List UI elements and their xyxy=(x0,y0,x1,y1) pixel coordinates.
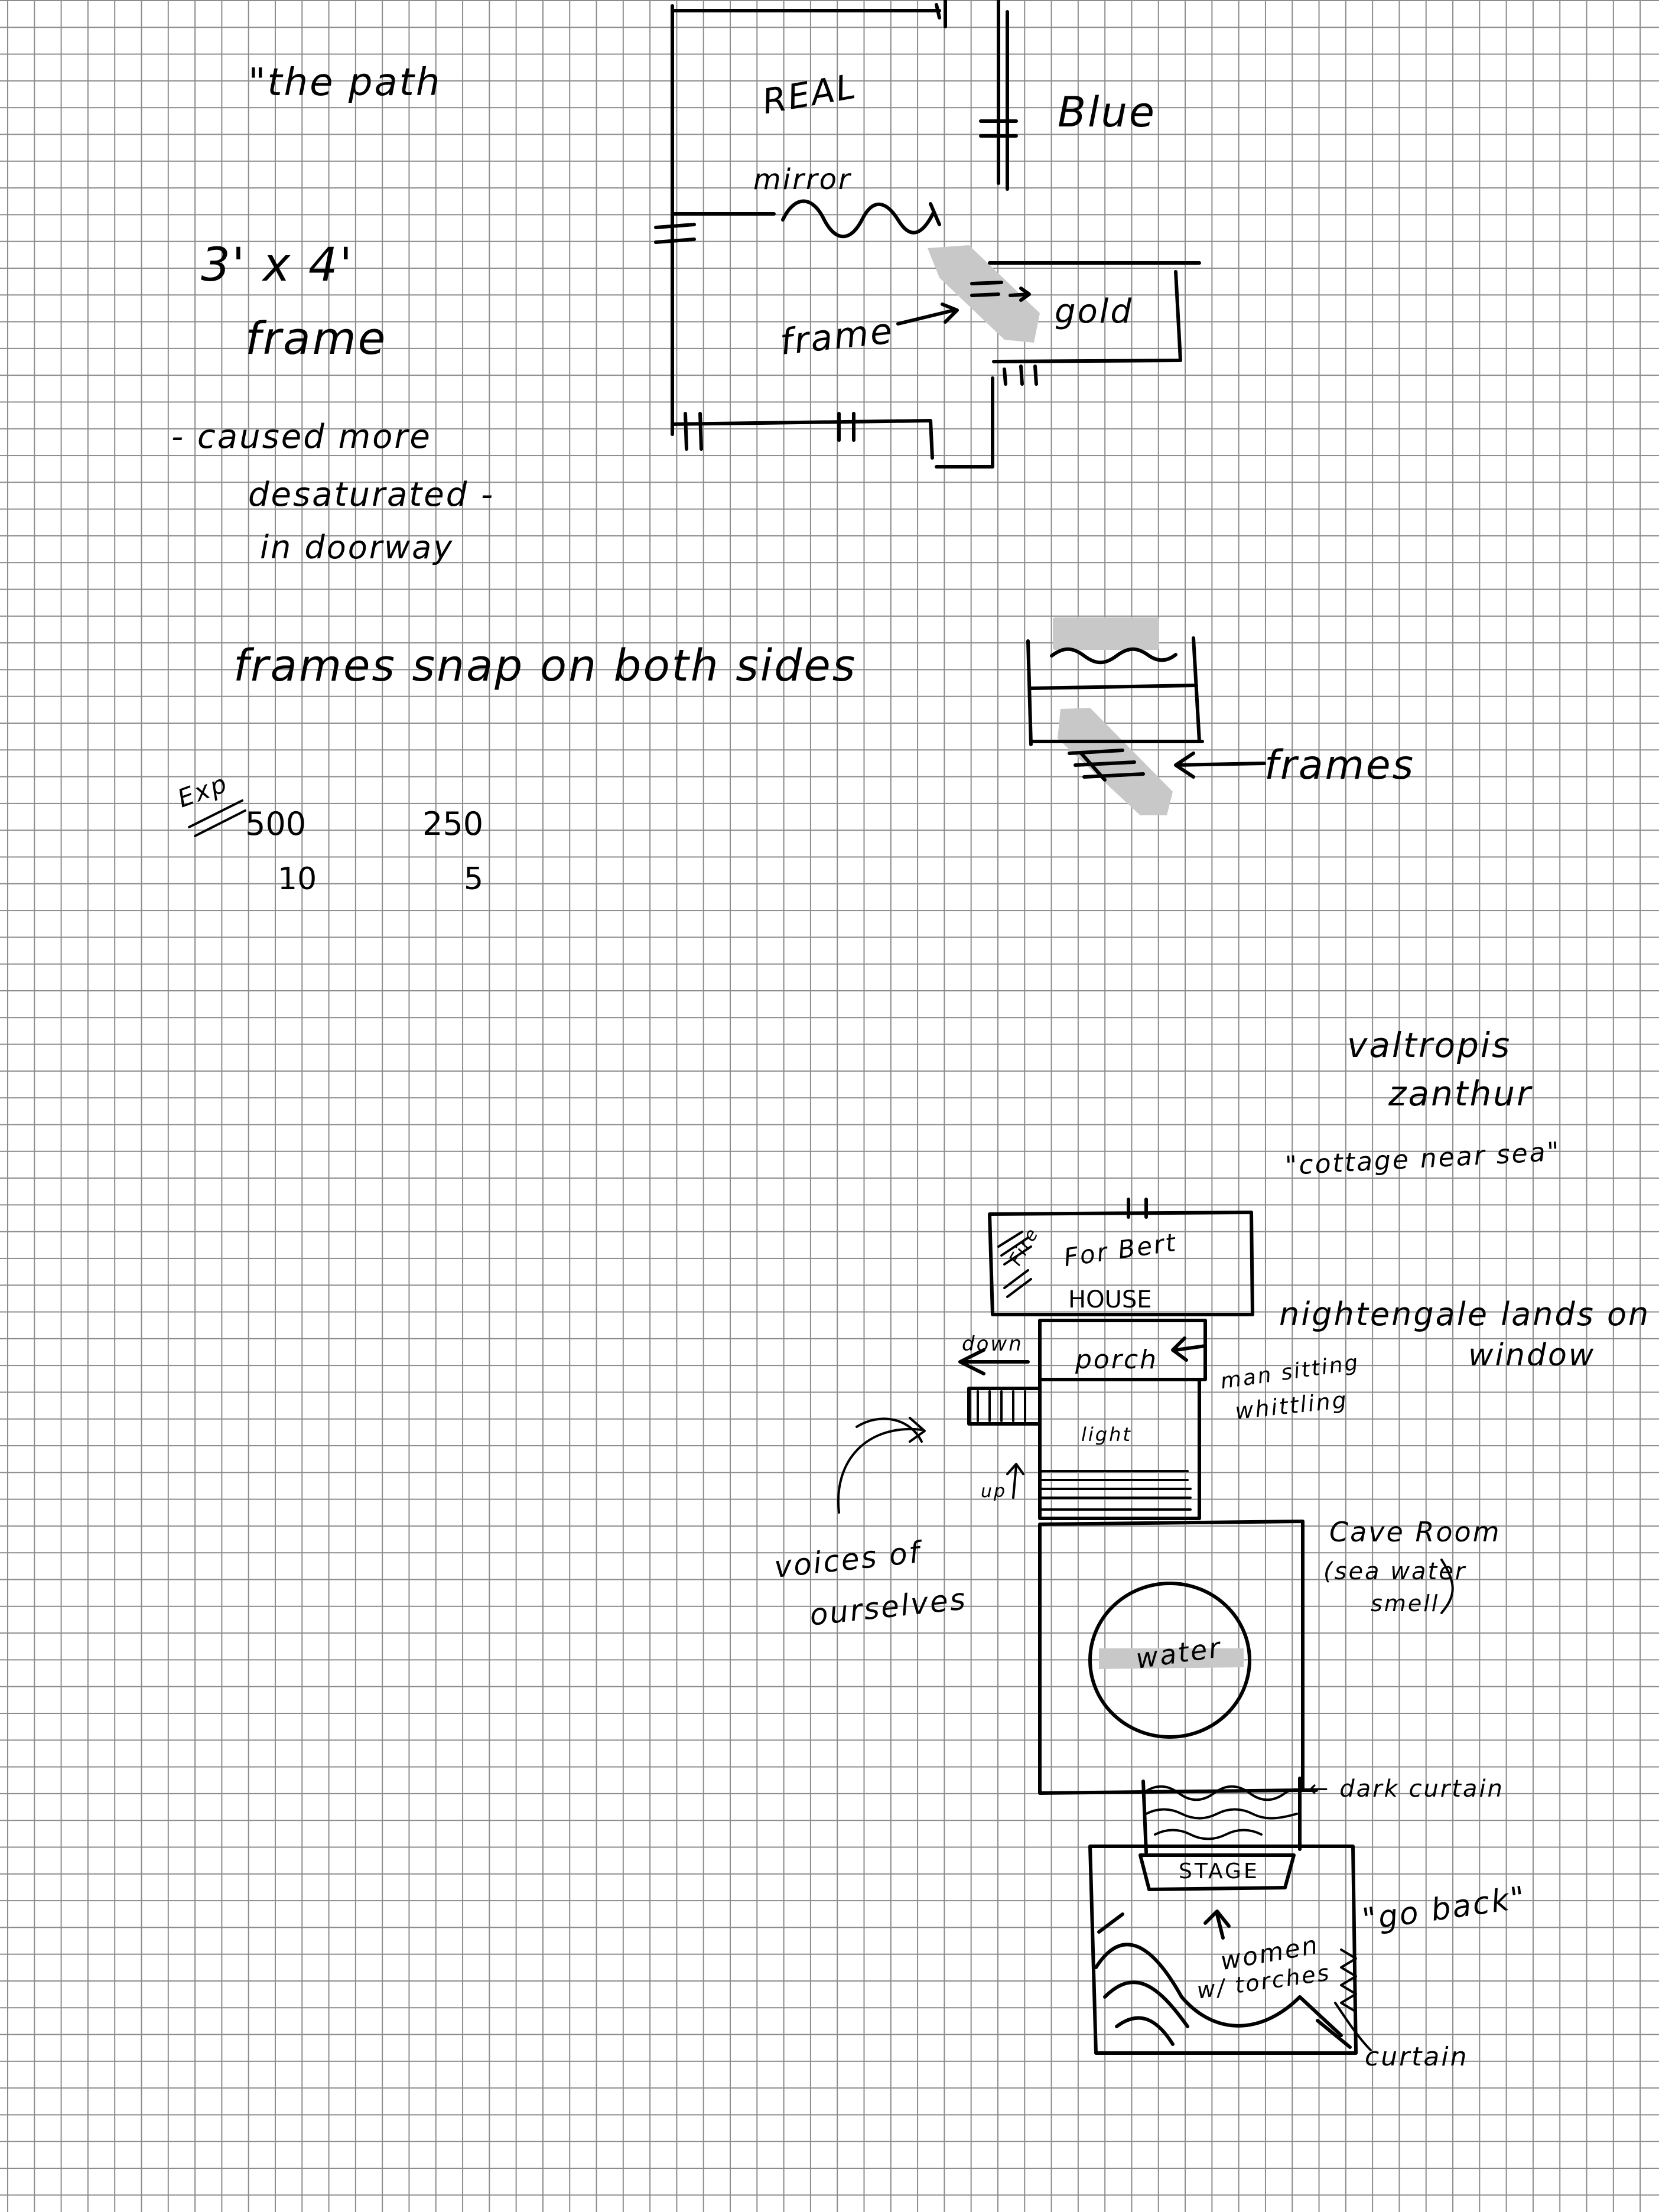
porch-label: porch xyxy=(1075,1347,1158,1373)
mirror-label: mirror xyxy=(753,165,852,194)
stage-label: STAGE xyxy=(1179,1861,1260,1882)
frame-note: frame xyxy=(245,316,387,361)
nightingale-line-2: window xyxy=(1468,1340,1595,1371)
caused-line-2: desaturated - xyxy=(248,479,495,512)
exp-value-250: 250 xyxy=(422,808,483,840)
title-the-path: "the path xyxy=(248,64,441,102)
mirror-room-diagram xyxy=(656,0,1199,467)
curtain-label: curtain xyxy=(1365,2044,1469,2070)
highlights xyxy=(928,245,1244,1669)
gold-label: gold xyxy=(1055,295,1133,328)
dark-curtain-label: ← dark curtain xyxy=(1309,1777,1504,1801)
cave-room-line-2: (sea water xyxy=(1323,1560,1466,1583)
exp-value-5: 5 xyxy=(464,864,483,894)
nightingale-line-1: nightengale lands on xyxy=(1279,1299,1650,1331)
up-label: up xyxy=(981,1483,1007,1501)
blue-label: Blue xyxy=(1058,92,1156,133)
cave-room-line-3: smell xyxy=(1371,1592,1439,1615)
place-name-line-2: zanthur xyxy=(1388,1076,1533,1111)
house-label: HOUSE xyxy=(1068,1288,1152,1312)
down-label: down xyxy=(962,1334,1023,1354)
caused-line-1: - caused more xyxy=(171,421,432,454)
frames-snap-note: frames snap on both sides xyxy=(233,644,857,688)
exp-value-10: 10 xyxy=(278,864,317,894)
place-name-line-1: valtropis xyxy=(1347,1028,1511,1062)
cave-room-line-1: Cave Room xyxy=(1329,1518,1501,1546)
caused-line-3: in doorway xyxy=(260,532,454,564)
size-note: 3' x 4' xyxy=(201,242,354,288)
exp-value-500: 500 xyxy=(245,808,306,840)
light-label: light xyxy=(1081,1425,1132,1444)
frames-pointer-label: frames xyxy=(1264,746,1415,786)
